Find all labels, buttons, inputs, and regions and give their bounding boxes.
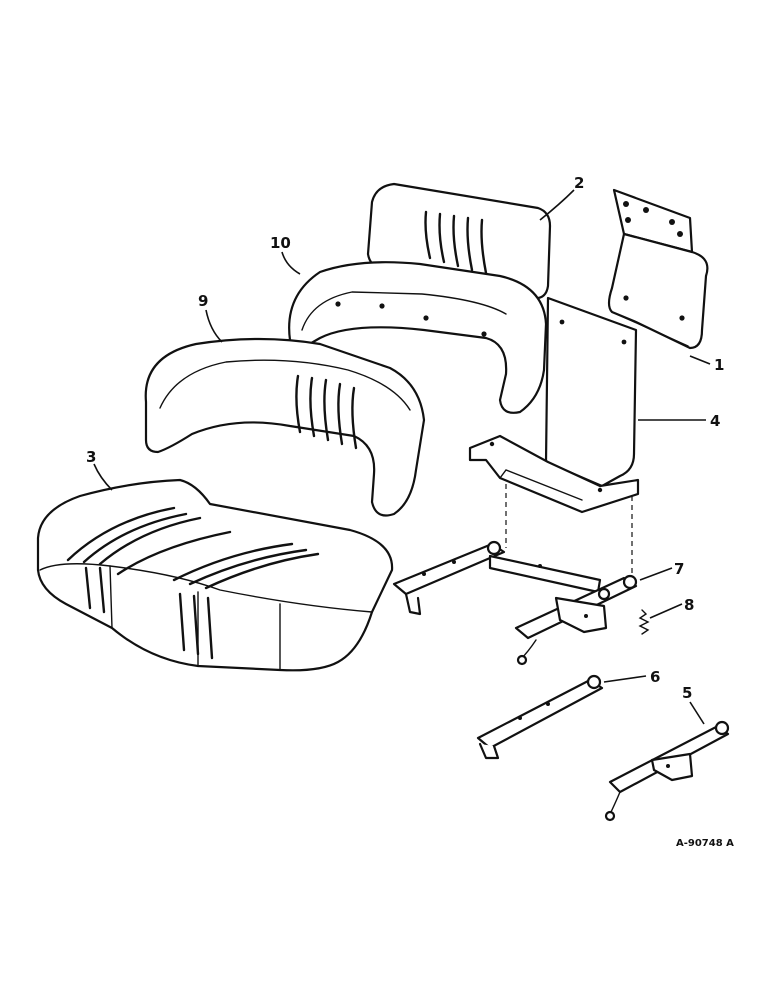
alignment-lines: [505, 484, 633, 578]
leader-lines: [93, 189, 711, 725]
callout-label-1: 1: [714, 356, 724, 374]
spring: [638, 609, 650, 635]
callout-label-8: 8: [684, 596, 694, 614]
callout-label-3: 3: [86, 448, 96, 466]
slide-assembly: [392, 540, 638, 666]
callout-label-4: 4: [710, 412, 720, 430]
callout-label-7: 7: [674, 560, 684, 578]
back-frame: [288, 261, 548, 414]
callout-label-2: 2: [574, 174, 584, 192]
slide-rail-left: [476, 674, 604, 760]
callout-label-6: 6: [650, 668, 660, 686]
callout-label-5: 5: [682, 684, 692, 702]
reference-code: A-90748 A: [676, 838, 734, 849]
mounting-bracket: [607, 188, 709, 350]
callout-label-9: 9: [198, 292, 208, 310]
slide-rail-right: [604, 720, 730, 822]
callout-label-10: 10: [270, 234, 291, 252]
back-cushion-wrap: [144, 337, 426, 517]
seat-cushion: [36, 478, 394, 672]
seat-support: [468, 296, 640, 514]
